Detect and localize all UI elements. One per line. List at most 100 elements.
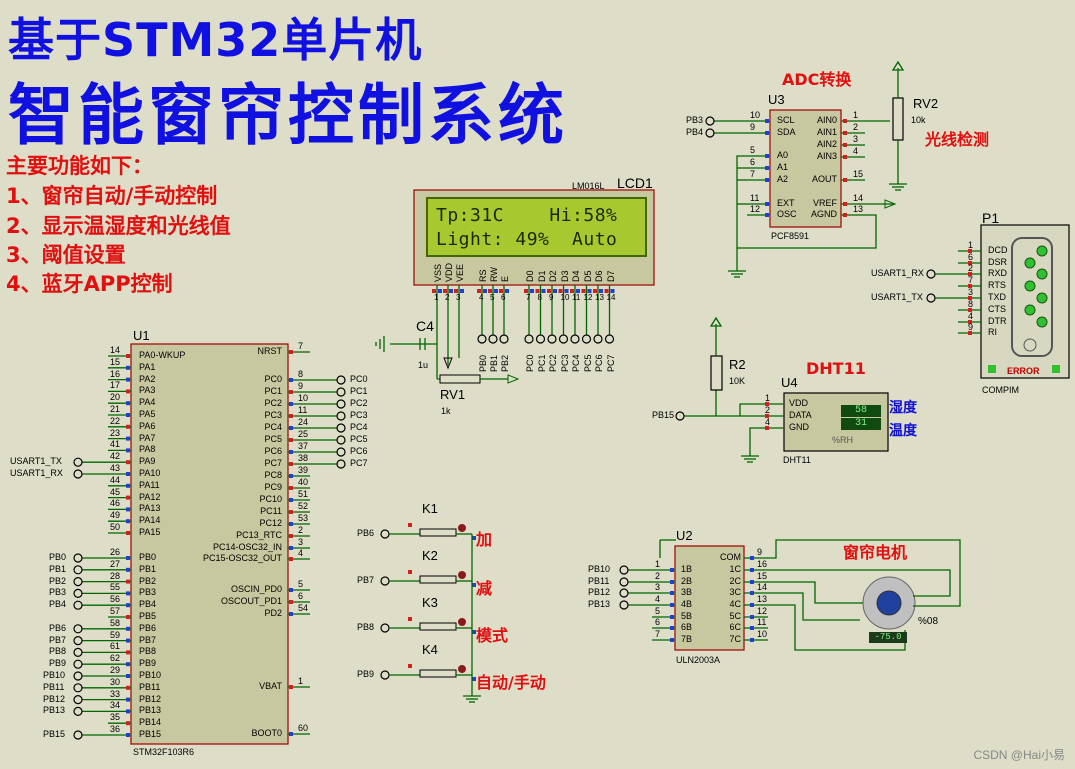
mcu-pin-number: 24 bbox=[298, 417, 309, 427]
pin-number: 15 bbox=[853, 169, 864, 179]
rv1-value: 1k bbox=[441, 406, 451, 416]
mcu-pin-name: PB10 bbox=[139, 670, 162, 680]
pin-state-marker bbox=[505, 289, 509, 293]
net-label-usart1_rx: USART1_RX bbox=[10, 468, 63, 478]
net-terminal bbox=[73, 659, 83, 669]
net-label-pc4: PC4 bbox=[350, 422, 368, 432]
mcu-pin-name: PA5 bbox=[139, 409, 156, 419]
pin-state-marker bbox=[765, 202, 769, 206]
dht-rh-label: %RH bbox=[832, 435, 854, 445]
pin-state-marker bbox=[126, 448, 130, 453]
pin-state-marker bbox=[670, 580, 674, 584]
pin-number: 10 bbox=[757, 629, 768, 639]
pin-name: 6C bbox=[729, 622, 741, 632]
mcu-pin-number: 33 bbox=[110, 688, 121, 699]
wire bbox=[768, 539, 961, 607]
mcu-pin-name: PB3 bbox=[139, 587, 157, 598]
pin-state-marker bbox=[765, 131, 769, 135]
mcu-pin-number: 39 bbox=[298, 465, 309, 475]
mcu-pin-name: PB15 bbox=[139, 729, 162, 739]
compim-body bbox=[980, 224, 1070, 379]
status-led bbox=[988, 365, 996, 373]
pin-state-marker bbox=[126, 638, 130, 643]
power-symbol bbox=[709, 316, 723, 327]
net-terminal bbox=[73, 576, 83, 587]
mcu-pin-name: PA1 bbox=[139, 361, 156, 372]
pin-state-marker bbox=[289, 414, 293, 418]
lcd-pin-name: D4 bbox=[571, 270, 581, 282]
pin-number: 1 bbox=[655, 559, 661, 569]
pin-state-marker bbox=[670, 638, 674, 642]
lcd-net-label: PC0 bbox=[525, 354, 535, 372]
net-label-pb11: PB11 bbox=[588, 576, 610, 586]
lcd-net-label: PB2 bbox=[500, 354, 510, 372]
mcu-pin-name: PB7 bbox=[139, 634, 157, 645]
pin-state-marker bbox=[438, 289, 442, 293]
pin-name: OSC bbox=[777, 209, 797, 219]
net-label-pb3: PB3 bbox=[49, 587, 67, 598]
mcu-pin-name: PC15-OSC32_OUT bbox=[202, 553, 282, 563]
lcd-pin-name: VEE bbox=[455, 263, 465, 282]
pin-state-marker bbox=[593, 289, 597, 293]
mcu-pin-number: 5 bbox=[298, 579, 304, 589]
pin-state-marker bbox=[750, 603, 754, 607]
pin-state-marker bbox=[765, 402, 769, 406]
lcd-pin-name: RS bbox=[478, 269, 488, 282]
mcu-pin-number: 35 bbox=[110, 712, 121, 723]
lcd-line-1: Tp:31C Hi:58% bbox=[436, 205, 618, 226]
mcu-pin-name: PD2 bbox=[264, 608, 282, 618]
pin-name: AIN2 bbox=[816, 139, 837, 149]
net-terminal bbox=[73, 694, 83, 705]
net-terminal bbox=[73, 565, 83, 575]
mcu-pin-name: PB9 bbox=[139, 658, 157, 669]
pin-state-marker bbox=[126, 365, 130, 370]
lcd-pin-number: 6 bbox=[501, 293, 506, 302]
pin-state-marker bbox=[599, 289, 603, 293]
net-terminal bbox=[705, 128, 715, 138]
net-label-pc6: PC6 bbox=[350, 446, 368, 456]
net-terminal bbox=[336, 447, 346, 457]
pin-number: 6 bbox=[968, 252, 974, 262]
lcd-pin-name: E bbox=[500, 275, 510, 282]
pin-state-marker bbox=[289, 438, 293, 442]
net-terminal bbox=[619, 588, 629, 598]
pin-number: 12 bbox=[750, 204, 761, 214]
net-terminal bbox=[73, 469, 83, 479]
pin-state-marker bbox=[126, 721, 130, 726]
mcu-part: STM32F103R6 bbox=[133, 747, 195, 757]
net-label-pc7: PC7 bbox=[350, 458, 368, 468]
pin-state-marker bbox=[460, 289, 464, 293]
pin-number: 2 bbox=[968, 263, 974, 273]
lcd-screen[interactable]: Tp:31C Hi:58% Light: 49% Auto bbox=[426, 197, 647, 257]
feature-heading: 主要功能如下： bbox=[6, 154, 153, 178]
wire bbox=[749, 427, 761, 450]
lcd-pin-number: 13 bbox=[595, 293, 604, 302]
mcu-pin-name: PC3 bbox=[264, 410, 282, 420]
feature-item: 4、蓝牙APP控制 bbox=[6, 272, 173, 296]
mcu-ref: U1 bbox=[133, 328, 150, 343]
db9-pin bbox=[1036, 245, 1048, 257]
mcu-pin-name: PA11 bbox=[139, 479, 160, 490]
mcu-pin-number: 28 bbox=[110, 570, 121, 581]
mcu-pin-number: 51 bbox=[298, 489, 309, 499]
pin-state-marker bbox=[289, 390, 293, 394]
pin-state-marker bbox=[126, 507, 130, 512]
pin-name: DTR bbox=[988, 316, 1007, 326]
push-button bbox=[419, 528, 457, 537]
net-label-pb9: PB9 bbox=[357, 669, 375, 679]
net-terminal bbox=[547, 334, 557, 344]
pin-state-marker bbox=[499, 289, 503, 293]
db9-pin bbox=[1024, 304, 1036, 316]
pin-number: 12 bbox=[757, 606, 768, 616]
pin-name: AIN3 bbox=[816, 151, 837, 161]
net-terminal bbox=[535, 334, 546, 344]
net-terminal bbox=[73, 671, 83, 681]
pin-state-marker bbox=[843, 202, 847, 206]
lcd-net-label: PC1 bbox=[536, 354, 547, 372]
pin-state-marker bbox=[750, 615, 754, 619]
mcu-pin-name: PC14-OSC32_IN bbox=[212, 542, 282, 552]
mcu-pin-number: 11 bbox=[298, 405, 308, 415]
mcu-pin-number: 52 bbox=[298, 501, 309, 511]
pin-number: 5 bbox=[750, 145, 756, 155]
lcd-pin-name: D6 bbox=[594, 270, 604, 282]
